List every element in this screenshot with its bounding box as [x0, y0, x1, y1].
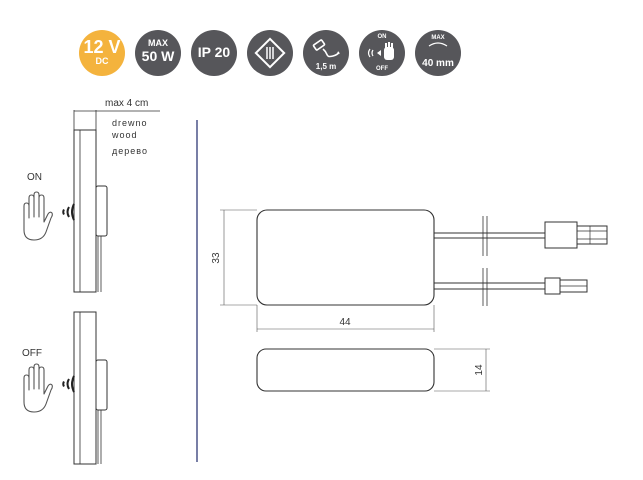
ip-rating-badge: IP 20	[191, 30, 237, 76]
sensor-body	[95, 185, 108, 237]
connector-plug	[544, 221, 578, 249]
width-dimension: 44	[339, 317, 351, 328]
sensor-off-label: OFF	[376, 66, 388, 72]
power-cable-lower	[434, 268, 588, 306]
max-distance-label: max 4 cm	[105, 98, 148, 109]
power-max-label: MAX	[148, 38, 168, 48]
distance-badge: MAX 40 mm	[415, 30, 461, 76]
material-label-en: wood	[111, 130, 138, 140]
power-badge: MAX 50 W	[135, 30, 181, 76]
height-dimension: 33	[211, 252, 222, 264]
sensor-body	[95, 359, 108, 411]
wood-panel	[73, 311, 97, 465]
sensor-housing-top	[256, 209, 435, 306]
hand-icon	[23, 191, 53, 241]
power-cable-upper	[434, 216, 608, 256]
cable-length-label: 1,5 m	[315, 62, 337, 71]
sensor-housing-side	[256, 348, 435, 392]
top-view: 33 44	[211, 209, 608, 332]
sensor-on-label: ON	[377, 34, 387, 40]
detection-range-icon	[428, 42, 448, 47]
sensor-mode-badge: ON OFF	[359, 30, 405, 76]
on-mounting-view: max 4 cm drewno wood дерево ON	[23, 98, 160, 293]
power-value: 50 W	[141, 48, 175, 64]
thickness-dimension: 14	[474, 364, 485, 376]
wave-signal-icon	[62, 203, 75, 221]
wood-panel	[73, 129, 97, 293]
class-iii-insulation-icon	[247, 30, 293, 76]
connector-socket	[544, 277, 561, 295]
voltage-value: 12 V	[83, 37, 121, 57]
cable-length-badge: 1,5 m	[303, 30, 349, 76]
voltage-badge: 12 V DC	[79, 30, 125, 76]
off-label: OFF	[22, 348, 42, 359]
hand-icon	[23, 363, 53, 413]
cable-plug-icon	[312, 39, 340, 58]
hand-wave-sensor-icon	[367, 42, 394, 60]
ip-rating-value: IP 20	[197, 44, 231, 60]
distance-max-label: MAX	[431, 35, 445, 41]
wave-signal-icon	[62, 375, 75, 393]
distance-value: 40 mm	[422, 58, 454, 69]
on-label: ON	[27, 172, 42, 183]
material-label-ru: дерево	[112, 146, 148, 156]
material-label-pl: drewno	[112, 118, 148, 128]
side-view: 14	[256, 348, 490, 392]
voltage-unit: DC	[95, 56, 109, 66]
off-mounting-view: OFF	[22, 311, 108, 465]
